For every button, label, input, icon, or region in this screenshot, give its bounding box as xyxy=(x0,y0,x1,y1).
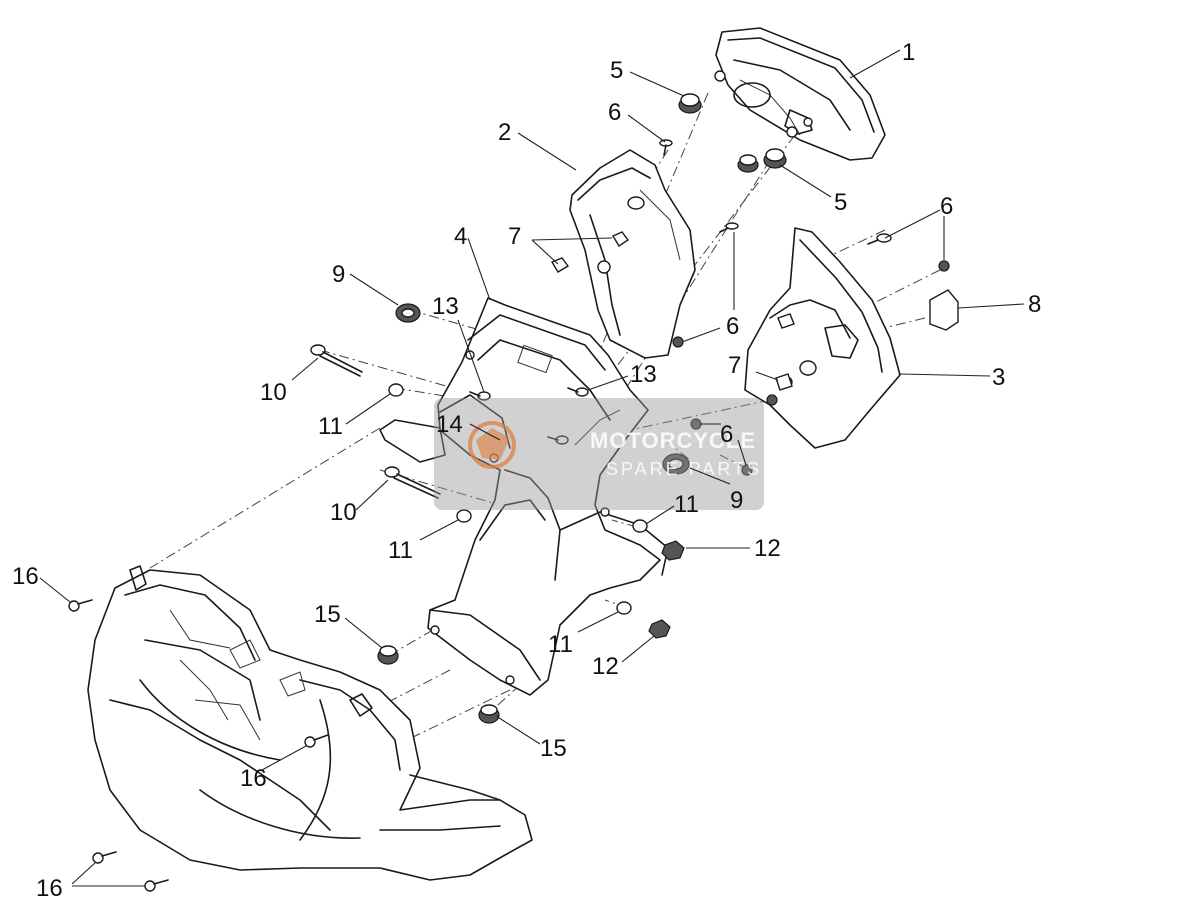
callout-8: 8 xyxy=(1028,291,1041,318)
nut-12-lower xyxy=(648,619,671,639)
callout-16-a: 16 xyxy=(12,563,39,590)
nut-bracket-b xyxy=(741,464,753,476)
callout-4: 4 xyxy=(454,223,467,250)
grommet-right-b xyxy=(763,148,787,169)
rubber-cover xyxy=(929,289,959,331)
nut-right-top xyxy=(938,260,950,272)
spacer-a xyxy=(388,383,404,397)
callout-15-a: 15 xyxy=(314,601,341,628)
nut-left-cover xyxy=(672,336,684,348)
spacer-d xyxy=(616,601,632,615)
callout-15-b: 15 xyxy=(540,735,567,762)
callout-9-left: 9 xyxy=(332,261,345,288)
callout-13-left: 13 xyxy=(432,293,459,320)
screw-16-c xyxy=(92,851,117,864)
leader-lines xyxy=(39,49,1025,887)
callout-14: 14 xyxy=(436,411,463,438)
nut-12-upper xyxy=(661,540,685,561)
callout-12-lower: 12 xyxy=(592,653,619,680)
callout-6-top: 6 xyxy=(608,99,621,126)
grommet-right-a xyxy=(737,154,759,173)
callout-11-b: 11 xyxy=(388,537,413,564)
callout-10-upper: 10 xyxy=(260,379,287,406)
screw-16-a xyxy=(68,599,93,612)
callout-7-right: 7 xyxy=(728,352,741,379)
callout-11-c: 11 xyxy=(674,491,699,518)
callout-10-lower: 10 xyxy=(330,499,357,526)
nut-right-cover xyxy=(766,394,778,406)
grommet-top xyxy=(678,93,702,114)
hardware-items xyxy=(68,93,959,892)
spacer-c xyxy=(632,519,648,533)
screw-mid xyxy=(719,222,739,233)
clip-right-a xyxy=(777,313,795,329)
callout-11-d: 11 xyxy=(548,631,573,658)
callout-labels: 1 2 3 4 5 5 6 6 6 6 7 7 8 9 9 10 10 11 1… xyxy=(12,39,1041,902)
clip-right-b xyxy=(775,373,793,391)
screw-top xyxy=(659,139,673,156)
left-inner-cover xyxy=(569,149,696,359)
callout-16-c: 16 xyxy=(36,875,63,902)
screw-14 xyxy=(547,435,569,445)
callout-5-right: 5 xyxy=(834,189,847,216)
watermark-line1: MOTORCYCLE xyxy=(590,428,756,453)
headlight-assembly xyxy=(87,565,533,881)
callout-6-lower: 6 xyxy=(720,421,733,448)
screw-16-d xyxy=(144,879,169,892)
callout-2: 2 xyxy=(498,119,511,146)
grommet-ring-left xyxy=(395,303,421,323)
spacer-b xyxy=(456,509,472,523)
grommet-15-a xyxy=(377,645,399,665)
callout-12-upper: 12 xyxy=(754,535,781,562)
callout-13-right: 13 xyxy=(630,361,657,388)
screw-16-b xyxy=(304,734,329,748)
clip-left-a xyxy=(611,231,630,247)
watermark-line2: SPARE PARTS xyxy=(606,459,762,479)
callout-6-mid: 6 xyxy=(726,313,739,340)
watermark: MOTORCYCLE SPARE PARTS xyxy=(434,398,764,510)
callout-3: 3 xyxy=(992,364,1005,391)
grommet-15-b xyxy=(478,704,500,724)
callout-1: 1 xyxy=(902,39,915,66)
instrument-cluster xyxy=(714,27,886,161)
bolt-lower xyxy=(384,466,441,499)
screw-13-b xyxy=(567,387,589,397)
callout-5-top: 5 xyxy=(610,57,623,84)
callout-6-right: 6 xyxy=(940,193,953,220)
callout-16-b: 16 xyxy=(240,765,267,792)
grommet-ring-right xyxy=(662,453,690,475)
watermark-logo xyxy=(468,421,516,469)
right-inner-cover xyxy=(744,227,901,449)
callout-9-right: 9 xyxy=(730,487,743,514)
callout-7-left: 7 xyxy=(508,223,521,250)
callout-11-a: 11 xyxy=(318,413,343,440)
bolt-upper xyxy=(310,344,363,377)
screw-right-top xyxy=(867,233,892,245)
